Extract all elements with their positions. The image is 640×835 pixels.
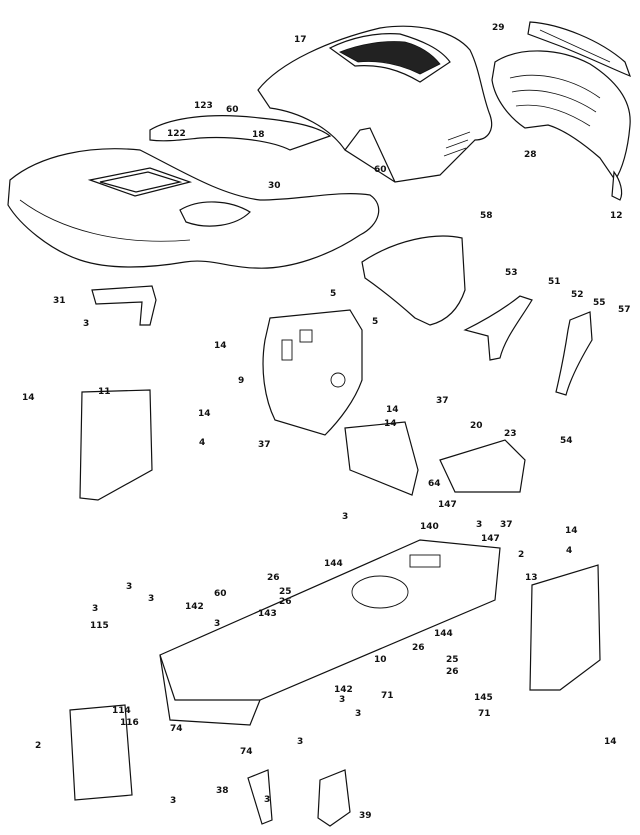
callout-71: 71 bbox=[478, 709, 491, 719]
callout-14: 14 bbox=[386, 405, 399, 415]
callout-147: 147 bbox=[438, 500, 457, 510]
callout-14: 14 bbox=[384, 419, 397, 429]
callout-144: 144 bbox=[324, 559, 343, 569]
callout-142: 142 bbox=[185, 602, 204, 612]
callout-12: 12 bbox=[610, 211, 623, 221]
callout-60: 60 bbox=[226, 105, 239, 115]
callout-60: 60 bbox=[374, 165, 387, 175]
callout-14: 14 bbox=[565, 526, 578, 536]
callout-2: 2 bbox=[35, 741, 41, 751]
callout-71: 71 bbox=[381, 691, 394, 701]
callout-29: 29 bbox=[492, 23, 505, 33]
callout-17: 17 bbox=[294, 35, 307, 45]
callout-52: 52 bbox=[571, 290, 584, 300]
callout-114: 114 bbox=[112, 706, 131, 716]
callout-14: 14 bbox=[22, 393, 35, 403]
callout-13: 13 bbox=[525, 573, 538, 583]
callout-74: 74 bbox=[240, 747, 253, 757]
callout-14: 14 bbox=[198, 409, 211, 419]
callout-37: 37 bbox=[436, 396, 449, 406]
callout-3: 3 bbox=[170, 796, 176, 806]
callout-18: 18 bbox=[252, 130, 265, 140]
callout-5: 5 bbox=[330, 289, 336, 299]
callout-14: 14 bbox=[604, 737, 617, 747]
callout-3: 3 bbox=[264, 795, 270, 805]
callout-28: 28 bbox=[524, 150, 537, 160]
callout-144: 144 bbox=[434, 629, 453, 639]
callout-9: 9 bbox=[238, 376, 244, 386]
callout-23: 23 bbox=[504, 429, 517, 439]
callout-57: 57 bbox=[618, 305, 631, 315]
callout-38: 38 bbox=[216, 786, 229, 796]
callout-3: 3 bbox=[342, 512, 348, 522]
callout-4: 4 bbox=[566, 546, 572, 556]
hood-part bbox=[257, 25, 493, 183]
callout-3: 3 bbox=[297, 737, 303, 747]
callout-26: 26 bbox=[267, 573, 280, 583]
callout-60: 60 bbox=[214, 589, 227, 599]
callout-3: 3 bbox=[355, 709, 361, 719]
callout-25: 25 bbox=[446, 655, 459, 665]
plate-part bbox=[439, 439, 526, 493]
callout-122: 122 bbox=[167, 129, 186, 139]
callout-58: 58 bbox=[480, 211, 493, 221]
side-panel-right-part bbox=[529, 564, 601, 691]
callout-30: 30 bbox=[268, 181, 281, 191]
callout-143: 143 bbox=[258, 609, 277, 619]
callout-145: 145 bbox=[474, 693, 493, 703]
callout-26: 26 bbox=[446, 667, 459, 677]
dash-panel-part bbox=[262, 309, 363, 436]
callout-54: 54 bbox=[560, 436, 573, 446]
callout-3: 3 bbox=[214, 619, 220, 629]
callout-3: 3 bbox=[476, 520, 482, 530]
callout-14: 14 bbox=[214, 341, 227, 351]
frame-part bbox=[159, 539, 501, 701]
callout-74: 74 bbox=[170, 724, 183, 734]
shield-part bbox=[361, 235, 466, 326]
callout-142: 142 bbox=[334, 685, 353, 695]
grille-part bbox=[527, 21, 632, 78]
callout-147: 147 bbox=[481, 534, 500, 544]
side-panel-left-part bbox=[79, 389, 153, 501]
callout-4: 4 bbox=[199, 438, 205, 448]
callout-115: 115 bbox=[90, 621, 109, 631]
callout-55: 55 bbox=[593, 298, 606, 308]
bracket-55-part bbox=[555, 311, 593, 396]
callout-3: 3 bbox=[148, 594, 154, 604]
callout-11: 11 bbox=[98, 387, 111, 397]
callout-25: 25 bbox=[279, 587, 292, 597]
callout-123: 123 bbox=[194, 101, 213, 111]
callout-39: 39 bbox=[359, 811, 372, 821]
bracket-38-part bbox=[247, 769, 273, 825]
bracket-53-part bbox=[463, 295, 533, 361]
callout-37: 37 bbox=[258, 440, 271, 450]
callout-10: 10 bbox=[374, 655, 387, 665]
callout-3: 3 bbox=[92, 604, 98, 614]
callout-116: 116 bbox=[120, 718, 139, 728]
fender-part bbox=[7, 115, 380, 269]
callout-3: 3 bbox=[339, 695, 345, 705]
callout-3: 3 bbox=[83, 319, 89, 329]
side-panel-part bbox=[491, 50, 631, 201]
callout-20: 20 bbox=[470, 421, 483, 431]
rear-plate-part bbox=[69, 704, 133, 801]
callout-26: 26 bbox=[279, 597, 292, 607]
callout-53: 53 bbox=[505, 268, 518, 278]
bracket-39-part bbox=[317, 769, 351, 827]
callout-64: 64 bbox=[428, 479, 441, 489]
callout-31: 31 bbox=[53, 296, 66, 306]
callout-26: 26 bbox=[412, 643, 425, 653]
bracket-64-part bbox=[344, 421, 419, 496]
callout-37: 37 bbox=[500, 520, 513, 530]
callout-3: 3 bbox=[126, 582, 132, 592]
callout-140: 140 bbox=[420, 522, 439, 532]
callout-5: 5 bbox=[372, 317, 378, 327]
callout-51: 51 bbox=[548, 277, 561, 287]
bracket-part bbox=[91, 285, 157, 326]
callout-2: 2 bbox=[518, 550, 524, 560]
